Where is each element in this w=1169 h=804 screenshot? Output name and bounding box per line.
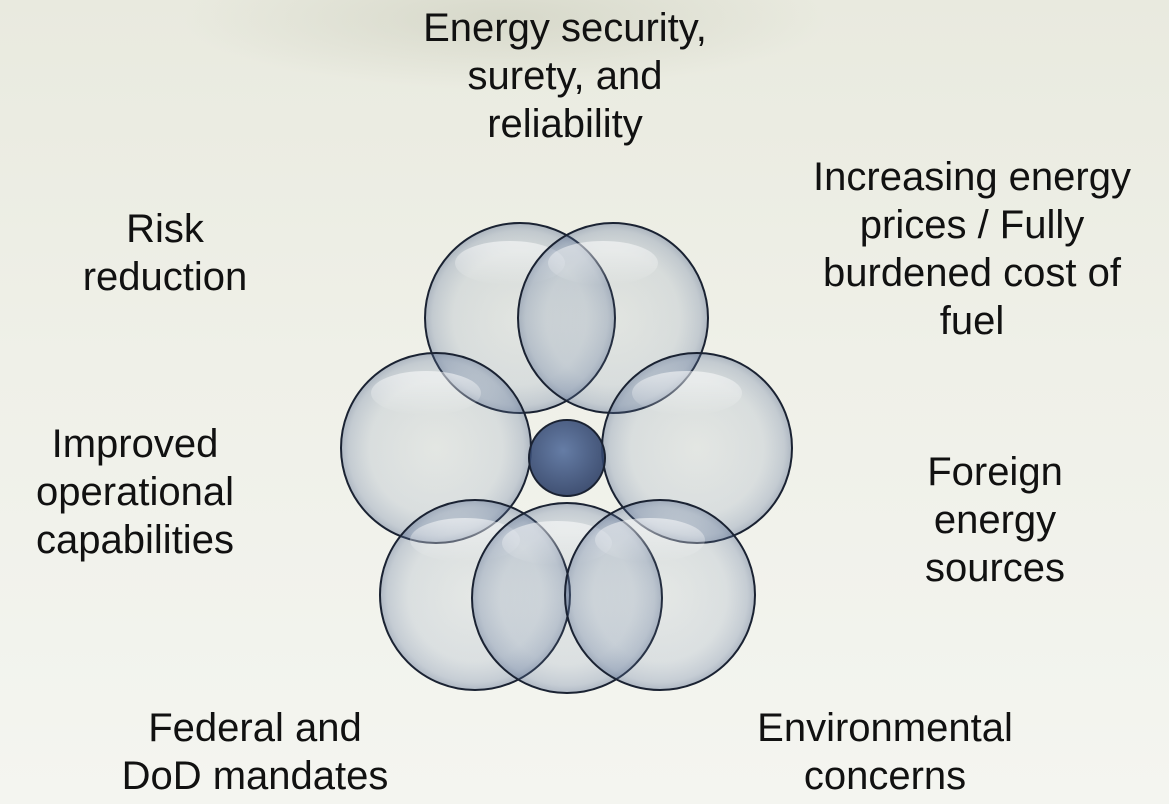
label-line: Improved <box>51 422 219 466</box>
circle-right-highlight <box>632 371 742 415</box>
label-line: DoD mandates <box>121 754 389 798</box>
label-foreign-energy-sources: Foreign energy sources <box>880 448 1110 592</box>
label-line: energy <box>933 498 1057 542</box>
circle-bottom-right-highlight <box>595 518 705 562</box>
circle-left-highlight <box>371 371 481 415</box>
label-line: Environmental <box>757 706 1013 750</box>
label-line: Federal and <box>148 706 362 750</box>
label-line: operational <box>36 470 234 514</box>
label-line: capabilities <box>36 518 234 562</box>
label-line: Risk <box>126 207 204 251</box>
label-line: reliability <box>487 102 643 146</box>
label-increasing-energy-prices: Increasing energy prices / Fully burdene… <box>775 153 1169 345</box>
label-line: prices / Fully <box>859 203 1085 247</box>
label-line: sources <box>924 546 1066 590</box>
label-line: burdened cost of <box>823 251 1121 295</box>
circle-top-right-highlight <box>548 241 658 285</box>
background-glow <box>180 0 830 90</box>
label-line: concerns <box>803 754 967 798</box>
label-line: Foreign <box>927 450 1063 494</box>
label-energy-security: Energy security, surety, and reliability <box>380 4 750 148</box>
label-environmental-concerns: Environmental concerns <box>690 704 1080 800</box>
label-line: Energy security, <box>423 6 707 50</box>
label-line: Increasing energy <box>813 155 1131 199</box>
label-line: reduction <box>82 255 248 299</box>
label-line: fuel <box>939 299 1005 343</box>
label-risk-reduction: Risk reduction <box>40 205 290 301</box>
center-core <box>528 419 606 497</box>
label-line: surety, and <box>467 54 663 98</box>
label-improved-operational-capabilities: Improved operational capabilities <box>0 420 270 564</box>
label-federal-dod-mandates: Federal and DoD mandates <box>70 704 440 800</box>
